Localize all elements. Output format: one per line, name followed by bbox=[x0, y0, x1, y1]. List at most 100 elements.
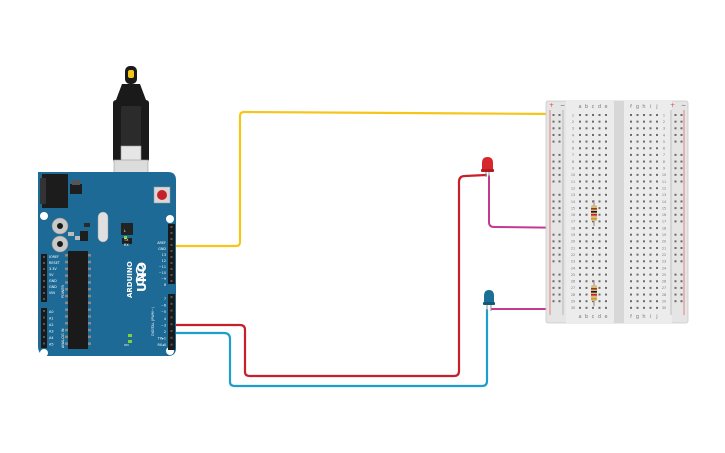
row-number: 8 bbox=[572, 160, 574, 164]
power-pin-label: 3.3V bbox=[49, 267, 57, 271]
row-number: 13 bbox=[571, 193, 575, 197]
digital-pin-label: AREF bbox=[157, 241, 166, 245]
row-number: 22 bbox=[571, 253, 575, 257]
row-number: 27 bbox=[662, 286, 666, 290]
row-number: 4 bbox=[572, 133, 574, 137]
row-number: 10 bbox=[571, 173, 575, 177]
power-pin-label: GND bbox=[49, 279, 57, 283]
power-jack[interactable] bbox=[42, 174, 68, 208]
digital-pin-label: 13 bbox=[162, 253, 166, 257]
power-pin-label: 5V bbox=[49, 273, 54, 277]
wire-blue-pin2[interactable] bbox=[168, 308, 489, 388]
column-letter: b bbox=[585, 104, 588, 110]
digital-pin-label: 2 bbox=[164, 330, 166, 334]
digital-pin-label: ~9 bbox=[161, 277, 166, 281]
digital-pin-label: GND bbox=[158, 247, 166, 251]
rail-plus-label-right: + bbox=[670, 102, 675, 109]
wires bbox=[168, 110, 593, 388]
power-pin-label: IOREF bbox=[49, 255, 59, 259]
row-number: 16 bbox=[662, 213, 666, 217]
row-number: 26 bbox=[571, 280, 575, 284]
digital-pin-label: 7 bbox=[164, 297, 166, 301]
row-number: 7 bbox=[663, 153, 665, 157]
row-number: 29 bbox=[571, 300, 575, 304]
row-number: 27 bbox=[571, 286, 575, 290]
row-number: 9 bbox=[572, 167, 574, 171]
analog-pin-label: A0 bbox=[49, 310, 53, 314]
status-led-label: TX bbox=[123, 238, 129, 242]
row-number: 17 bbox=[571, 220, 575, 224]
digital-pin-label: RX◂0 bbox=[157, 343, 166, 347]
row-number: 1 bbox=[572, 113, 574, 117]
wire-magenta-red-led[interactable] bbox=[488, 175, 579, 229]
led-red[interactable] bbox=[481, 157, 494, 177]
column-letter: h bbox=[642, 314, 645, 320]
power-pin-label: VIN bbox=[49, 291, 55, 295]
row-number: 8 bbox=[663, 160, 665, 164]
rail-plus-label: + bbox=[549, 102, 554, 109]
column-letter: a bbox=[578, 104, 581, 110]
usb-cable[interactable] bbox=[113, 66, 149, 205]
digital-pin-label: ~5 bbox=[161, 310, 166, 314]
digital-pin-label: ~3 bbox=[161, 323, 166, 327]
column-letter: g bbox=[636, 314, 639, 320]
row-number: 3 bbox=[572, 127, 574, 131]
on-label: ON bbox=[124, 343, 129, 347]
column-letter: i bbox=[650, 104, 651, 110]
row-number: 28 bbox=[571, 293, 575, 297]
row-number: 3 bbox=[663, 127, 665, 131]
column-letter: f bbox=[630, 314, 632, 320]
column-letter: g bbox=[636, 104, 639, 110]
row-number: 21 bbox=[662, 246, 666, 250]
arduino-uno-board[interactable]: ARDUINO UNO DIGITAL (PWM~) POWER ANALOG … bbox=[38, 172, 176, 357]
row-number: 19 bbox=[662, 233, 666, 237]
row-number: 12 bbox=[571, 186, 575, 190]
row-number: 9 bbox=[663, 167, 665, 171]
analog-header[interactable] bbox=[41, 308, 47, 348]
row-number: 13 bbox=[662, 193, 666, 197]
digital-header-top[interactable] bbox=[168, 224, 175, 284]
row-number: 14 bbox=[662, 200, 666, 204]
power-pin-label: GND bbox=[49, 285, 57, 289]
row-number: 23 bbox=[662, 260, 666, 264]
rail-minus-label-right: − bbox=[681, 102, 686, 109]
row-number: 2 bbox=[572, 120, 574, 124]
power-header[interactable] bbox=[41, 254, 47, 302]
mount-hole bbox=[166, 215, 174, 223]
brand-label: ARDUINO bbox=[126, 261, 134, 298]
analog-pin-label: A5 bbox=[49, 343, 53, 347]
row-number: 12 bbox=[662, 186, 666, 190]
digital-pin-label: ~10 bbox=[159, 271, 166, 275]
row-number: 26 bbox=[662, 280, 666, 284]
arduino-logo-icon bbox=[135, 264, 145, 286]
digital-pin-label: ~11 bbox=[159, 265, 166, 269]
row-number: 20 bbox=[662, 240, 666, 244]
row-number: 25 bbox=[571, 273, 575, 277]
row-number: 16 bbox=[571, 213, 575, 217]
mount-hole bbox=[40, 349, 48, 357]
analog-pin-label: A3 bbox=[49, 330, 53, 334]
column-letter: e bbox=[604, 104, 607, 110]
row-number: 6 bbox=[572, 147, 574, 151]
analog-pin-label: A4 bbox=[49, 336, 53, 340]
column-letter: f bbox=[630, 104, 632, 110]
row-number: 22 bbox=[662, 253, 666, 257]
wire-red-pin3[interactable] bbox=[168, 173, 488, 378]
resistor-1[interactable] bbox=[591, 200, 597, 226]
row-number: 6 bbox=[663, 147, 665, 151]
digital-header-bottom[interactable] bbox=[168, 294, 175, 350]
digital-pin-label: 8 bbox=[164, 283, 166, 287]
wire-yellow-gnd[interactable] bbox=[168, 110, 562, 248]
row-number: 10 bbox=[662, 173, 666, 177]
column-letter: h bbox=[642, 104, 645, 110]
row-number: 15 bbox=[662, 206, 666, 210]
led-blue[interactable] bbox=[483, 290, 495, 311]
row-number: 14 bbox=[571, 200, 575, 204]
power-pin-label: RESET bbox=[49, 261, 61, 265]
column-letter: c bbox=[592, 104, 595, 110]
resistor-2[interactable] bbox=[591, 280, 597, 306]
atmega-chip bbox=[68, 251, 88, 349]
rail-minus-label: − bbox=[560, 102, 565, 109]
